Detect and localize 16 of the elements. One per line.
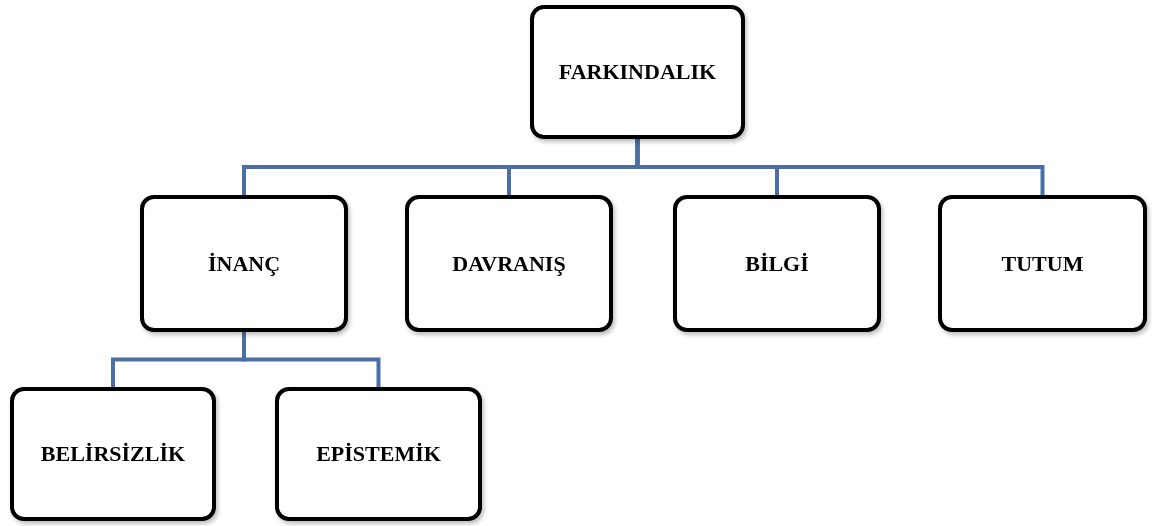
concept-label: BELİRSİZLİK: [40, 441, 186, 467]
concept-label: DAVRANIŞ: [452, 250, 566, 277]
concept-box: [530, 5, 745, 139]
concept-box: [938, 195, 1147, 332]
concept-label: BİLGİ: [745, 250, 809, 277]
concept-box: [275, 387, 482, 521]
connector-line: [635, 139, 1045, 195]
concept-box: [405, 195, 613, 332]
concept-box: [10, 387, 216, 521]
concept-label: EPİSTEMİK: [316, 441, 441, 467]
concept-box: [673, 195, 881, 332]
concept-box: [140, 195, 348, 332]
concept-label: FARKINDALIK: [558, 59, 717, 85]
concept-label: İNANÇ: [207, 250, 281, 277]
connector-line: [242, 332, 381, 387]
concept-label: TUTUM: [1001, 250, 1084, 277]
